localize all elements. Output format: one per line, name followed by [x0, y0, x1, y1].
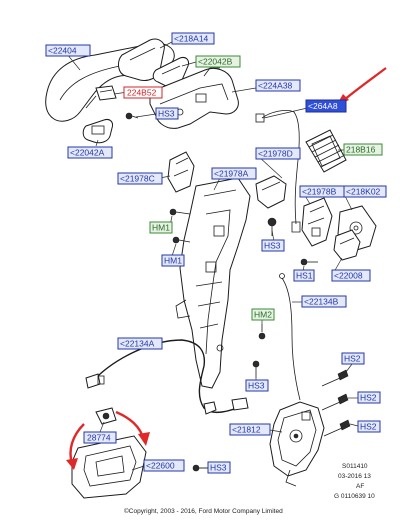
label-HS3-bottom[interactable]: HS3: [207, 461, 231, 474]
label-22042B[interactable]: <22042B: [195, 55, 241, 68]
label-21978A[interactable]: <21978A: [211, 167, 257, 180]
seal-frame: [305, 129, 347, 173]
label-HS3-mid[interactable]: HS3: [261, 239, 285, 252]
svg-text:<21978D: <21978D: [258, 149, 293, 159]
svg-text:HS3: HS3: [264, 241, 281, 251]
svg-text:AF: AF: [356, 483, 364, 490]
svg-text:<21812: <21812: [232, 425, 261, 435]
screw-hm1-lower: [172, 236, 191, 244]
svg-text:<264A8: <264A8: [308, 101, 338, 111]
label-218K02[interactable]: <218K02: [343, 185, 387, 198]
latch-cover-d: [255, 175, 287, 209]
copyright-notice: ©Copyright, 2003 - 2016, Ford Motor Comp…: [124, 507, 283, 515]
control-rod-b: [279, 273, 301, 401]
screw-hs2-b: [321, 393, 349, 411]
screw-hs3-lower: [252, 360, 260, 378]
label-21978D[interactable]: <21978D: [255, 147, 301, 160]
label-224A38[interactable]: <224A38: [255, 79, 301, 92]
svg-text:HS3: HS3: [158, 109, 175, 119]
label-218A14[interactable]: <218A14: [171, 32, 215, 45]
label-HS2-a[interactable]: HS2: [341, 352, 365, 365]
label-218B16[interactable]: 218B16: [343, 143, 383, 156]
drawing-reference-codes: S011410 03-2016 13 AF G 0110639 10: [334, 463, 375, 500]
screw-hs2-a: [321, 369, 349, 387]
svg-text:<224A38: <224A38: [258, 81, 293, 91]
bezel-clip: [95, 407, 117, 425]
svg-text:<22404: <22404: [48, 46, 77, 56]
svg-text:<22134A: <22134A: [120, 339, 155, 349]
label-21812[interactable]: <21812: [229, 423, 271, 436]
latch-carrier: [175, 177, 251, 389]
label-224B52[interactable]: 224B52: [123, 86, 163, 99]
label-22134B[interactable]: <22134B: [301, 295, 347, 308]
screw-hs3-top: [125, 112, 139, 120]
screw-hm2: [258, 324, 266, 340]
label-HM2[interactable]: HM2: [251, 308, 275, 321]
label-HS2-c[interactable]: HS2: [357, 420, 381, 433]
label-HS3-lower[interactable]: HS3: [245, 379, 269, 392]
svg-text:03-2016 13: 03-2016 13: [338, 473, 371, 480]
svg-text:<218A14: <218A14: [174, 34, 209, 44]
svg-text:G 0110639 10: G 0110639 10: [334, 493, 375, 500]
svg-text:<22042B: <22042B: [198, 57, 233, 67]
svg-text:S011410: S011410: [342, 463, 368, 470]
svg-text:HM1: HM1: [164, 256, 182, 266]
svg-text:HS2: HS2: [360, 393, 377, 403]
screw-hs1: [300, 258, 318, 266]
svg-text:218B16: 218B16: [346, 145, 376, 155]
svg-text:HM2: HM2: [254, 310, 272, 320]
screw-hs2-c: [323, 419, 351, 437]
lock-cylinder-clip: [95, 85, 117, 101]
label-21978B[interactable]: <21978B: [299, 185, 345, 198]
label-HS1[interactable]: HS1: [293, 269, 315, 282]
gasket-a: [82, 119, 113, 144]
svg-text:<21978B: <21978B: [302, 187, 337, 197]
label-22404[interactable]: <22404: [45, 44, 91, 57]
label-HS3-top[interactable]: HS3: [155, 107, 179, 120]
label-HS2-b[interactable]: HS2: [357, 391, 381, 404]
screw-hm1-upper: [169, 208, 191, 216]
wiring-harness: [255, 110, 301, 233]
release-cable-a: [85, 339, 249, 415]
latch-cover-c: [167, 151, 195, 193]
label-28774[interactable]: 28774: [83, 431, 117, 444]
label-22008[interactable]: <22008: [331, 269, 371, 282]
svg-text:HS2: HS2: [344, 354, 361, 364]
label-22042A[interactable]: <22042A: [67, 146, 113, 159]
interior-door-handle: [71, 435, 147, 499]
label-HM1-lower[interactable]: HM1: [161, 254, 185, 267]
latch-cover-b: [301, 197, 333, 247]
screw-hs3-mid: [267, 217, 277, 236]
door-latch: [269, 401, 325, 487]
svg-text:HS3: HS3: [210, 463, 227, 473]
svg-text:<21978A: <21978A: [214, 169, 249, 179]
svg-text:<22134B: <22134B: [304, 297, 339, 307]
svg-text:<22042A: <22042A: [70, 148, 105, 158]
svg-text:<22008: <22008: [334, 271, 363, 281]
red-annotation-curve-left: [66, 423, 85, 470]
svg-text:<218K02: <218K02: [346, 187, 381, 197]
lock-actuator: [333, 229, 361, 261]
svg-text:<21978C: <21978C: [120, 174, 155, 184]
svg-text:HS1: HS1: [296, 271, 313, 281]
svg-text:224B52: 224B52: [127, 88, 157, 98]
red-annotation-curve-right: [115, 410, 150, 446]
label-21978C[interactable]: <21978C: [117, 172, 163, 185]
label-264A8-highlighted[interactable]: <264A8: [305, 99, 347, 113]
svg-text:HS3: HS3: [248, 381, 265, 391]
svg-text:<22600: <22600: [146, 461, 175, 471]
label-22134A[interactable]: <22134A: [117, 337, 163, 350]
label-22600[interactable]: <22600: [143, 459, 185, 472]
svg-text:HS2: HS2: [360, 422, 377, 432]
svg-text:28774: 28774: [87, 433, 111, 443]
svg-text:HM1: HM1: [152, 223, 170, 233]
label-HM1-upper[interactable]: HM1: [149, 221, 173, 234]
